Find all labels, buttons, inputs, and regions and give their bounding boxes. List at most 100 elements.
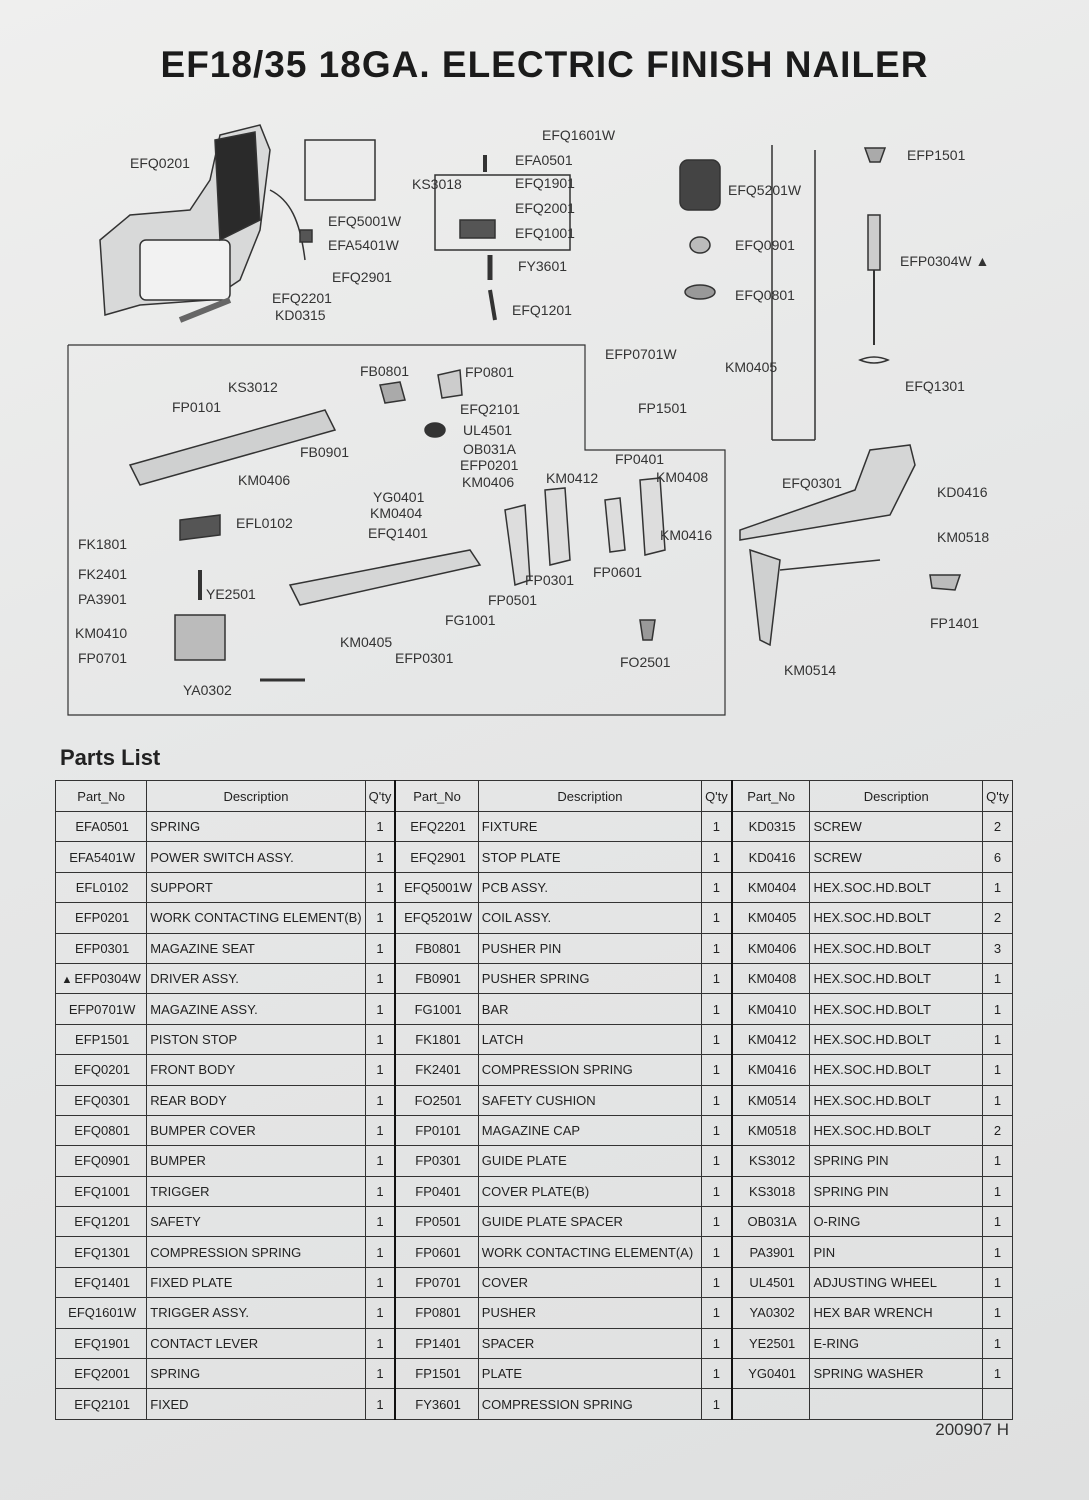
qty-cell: 1 (701, 1388, 733, 1420)
document-number: 200907 H (935, 1420, 1009, 1439)
diagram-label: EFQ1301 (905, 378, 965, 394)
description-cell: PISTON STOP (146, 1023, 366, 1056)
part-number-cell: KS3018 (730, 1175, 811, 1208)
diagram-label: FP1501 (638, 400, 687, 416)
header-description: Description (146, 780, 366, 812)
description-cell: FIXTURE (477, 810, 703, 843)
part-number: EFQ0801 (74, 1123, 130, 1139)
description-cell: HEX.SOC.HD.BOLT (809, 962, 984, 995)
part-number: KM0518 (747, 1123, 797, 1139)
driver-drawing (814, 147, 890, 440)
qty-cell: 1 (982, 1145, 1013, 1177)
qty-cell: 1 (701, 1175, 733, 1208)
header-qty: Q'ty (982, 780, 1013, 812)
qty-cell: 1 (701, 932, 733, 964)
part-number-cell: FK2401 (394, 1054, 479, 1086)
description-cell: SPRING PIN (809, 1145, 984, 1177)
part-number-cell: EFQ0801 (54, 1114, 148, 1147)
page-title: EF18/35 18GA. ELECTRIC FINISH NAILER (160, 44, 929, 85)
diagram-label: EFA0501 (515, 152, 573, 168)
part-number: EFP0304W (74, 971, 141, 987)
part-number: YA0302 (749, 1305, 795, 1321)
qty-cell: 1 (701, 1358, 733, 1390)
qty-cell: 1 (364, 871, 396, 904)
part-number-cell: FG1001 (394, 993, 479, 1025)
description-cell: POWER SWITCH ASSY. (146, 841, 366, 873)
part-number: EFQ0201 (74, 1062, 130, 1078)
part-number-cell: KM0416 (730, 1054, 811, 1086)
part-number: UL4501 (749, 1275, 795, 1291)
qty-cell (982, 1388, 1013, 1420)
diagram-label: FP0301 (525, 572, 574, 588)
description-cell: SPRING WASHER (809, 1358, 984, 1390)
diagram-label: FP0101 (172, 399, 221, 415)
diagram-label: FK1801 (78, 536, 127, 552)
description-cell: SPRING PIN (809, 1175, 984, 1208)
part-number-cell: KM0518 (730, 1114, 811, 1147)
description-cell: STOP PLATE (477, 841, 703, 873)
qty-cell: 1 (982, 1084, 1013, 1116)
part-number: FP0401 (415, 1183, 461, 1199)
part-number: YE2501 (748, 1335, 796, 1351)
part-number: OB031A (747, 1214, 797, 1230)
triangle-mark-icon: ▲ (61, 974, 73, 987)
part-number: EFP0701W (68, 1001, 136, 1017)
header-part-no: Part_No (730, 780, 811, 812)
description-cell: MAGAZINE CAP (477, 1114, 703, 1147)
part-number: EFQ0901 (74, 1153, 130, 1169)
part-number-cell: EFQ2201 (394, 810, 479, 843)
description-cell: BUMPER (146, 1145, 366, 1177)
part-number: FP0501 (415, 1214, 461, 1230)
part-number-cell: FP0401 (394, 1175, 479, 1208)
diagram-label: YG0401 (373, 489, 425, 505)
diagram-label: EFP0201 (460, 457, 519, 473)
diagram-label: EFP1501 (907, 147, 966, 163)
diagram-label: OB031A (463, 441, 517, 457)
diagram-label: EFQ1601W (542, 127, 616, 143)
header-part-no: Part_No (394, 780, 479, 812)
diagram-label: KM0412 (546, 470, 598, 486)
description-cell: COMPRESSION SPRING (146, 1236, 366, 1268)
part-number: KM0412 (747, 1031, 797, 1047)
part-number-cell: KM0412 (730, 1023, 811, 1056)
diagram-label: EFP0701W (605, 346, 677, 362)
part-number: EFQ1001 (74, 1183, 130, 1199)
description-cell: COIL ASSY. (477, 902, 703, 934)
description-cell: HEX BAR WRENCH (809, 1297, 984, 1329)
description-cell: PIN (809, 1236, 984, 1268)
part-number-cell: EFQ2001 (54, 1358, 148, 1390)
qty-cell: 1 (701, 1266, 733, 1299)
part-number: KS3012 (748, 1153, 796, 1169)
part-number: KM0416 (747, 1062, 797, 1078)
part-number-cell: FO2501 (394, 1084, 479, 1116)
part-number-cell: EFA5401W (54, 841, 148, 873)
header-description: Description (477, 780, 703, 812)
part-number-cell: KM0405 (730, 902, 811, 934)
diagram-label: EFQ2101 (460, 401, 520, 417)
qty-cell: 1 (364, 1145, 396, 1177)
description-cell: ADJUSTING WHEEL (809, 1266, 984, 1299)
part-number: FK2401 (415, 1062, 461, 1078)
part-number: EFQ0301 (74, 1092, 130, 1108)
part-number: PA3901 (749, 1244, 795, 1260)
description-cell: FIXED PLATE (146, 1266, 366, 1299)
qty-cell: 1 (982, 1327, 1013, 1360)
description-cell: COVER PLATE(B) (477, 1175, 703, 1208)
diagram-label: EFQ1201 (512, 302, 572, 318)
diagram-label: EFQ5001W (328, 213, 402, 229)
part-number: FY3601 (415, 1396, 461, 1412)
part-number: EFP1501 (75, 1031, 130, 1047)
qty-cell: 1 (364, 1023, 396, 1056)
description-cell: O-RING (809, 1206, 984, 1238)
qty-cell: 1 (701, 1084, 733, 1116)
qty-cell: 1 (364, 1114, 396, 1147)
part-number: YG0401 (748, 1366, 796, 1382)
part-number-cell: EFP0301 (54, 932, 148, 964)
header-qty: Q'ty (364, 780, 396, 812)
